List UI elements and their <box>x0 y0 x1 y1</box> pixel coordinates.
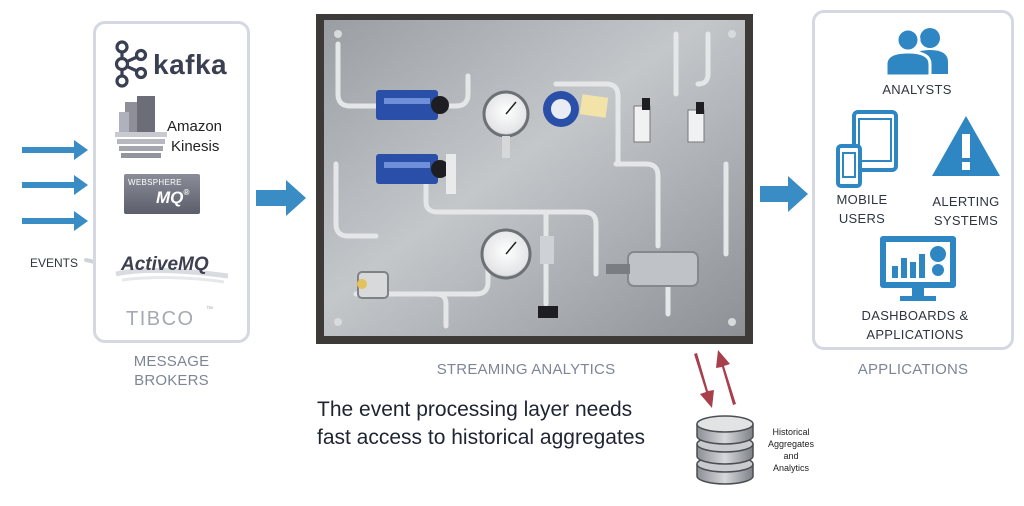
kafka-logo: kafka <box>113 40 235 88</box>
amazon-kinesis-logo: Amazon Kinesis <box>115 96 235 162</box>
historical-line2: Aggregates <box>767 439 815 449</box>
historical-label: Historical Aggregates and Analytics <box>758 426 824 474</box>
database-icon <box>696 415 754 485</box>
events-label: EVENTS <box>30 256 79 270</box>
dashboards-line1: DASHBOARDS & <box>861 308 969 323</box>
dashboards-label: DASHBOARDS & APPLICATIONS <box>840 306 990 344</box>
sync-arrows <box>694 350 736 408</box>
kinesis-icon <box>115 96 167 158</box>
tibco-text: TIBCO <box>126 308 195 330</box>
arrow-to-streaming <box>256 180 306 216</box>
mq-registered: ® <box>183 188 190 197</box>
alerting-systems-label: ALERTING SYSTEMS <box>920 192 1012 230</box>
kafka-text: kafka <box>153 49 228 80</box>
event-arrows <box>22 140 88 231</box>
statement-text: The event processing layer needs fast ac… <box>317 396 645 452</box>
mq-letters: MQ <box>156 188 184 207</box>
gas-panel-photo <box>316 14 753 344</box>
mobile-devices-icon <box>836 110 898 188</box>
websphere-mq-logo: WebSphere MQ® <box>124 174 200 214</box>
applications-caption: APPLICATIONS <box>857 361 969 378</box>
message-brokers-caption-line1: MESSAGE <box>133 353 210 370</box>
message-brokers-caption-line2: BROKERS <box>134 372 209 389</box>
kafka-icon <box>114 40 148 88</box>
historical-line1: Historical <box>772 427 810 437</box>
mq-text: MQ® <box>156 188 189 208</box>
kinesis-line1: Amazon <box>167 118 223 135</box>
tibco-logo: TIBCO ™ <box>126 306 216 334</box>
event-arrow-1 <box>22 140 88 160</box>
message-brokers-caption: MESSAGE BROKERS <box>93 352 250 390</box>
event-arrow-3 <box>22 211 88 231</box>
historical-line4: Analytics <box>772 463 809 473</box>
analysts-label: ANALYSTS <box>882 82 952 97</box>
statement-line1: The event processing layer needs <box>317 398 633 421</box>
statement-line2: fast access to historical aggregates <box>317 426 646 449</box>
event-arrow-2 <box>22 175 88 195</box>
activemq-text: ActiveMQ <box>121 254 209 275</box>
alert-icon <box>932 116 1000 176</box>
activemq-logo: ActiveMQ <box>112 244 232 286</box>
historical-line3: and <box>783 451 799 461</box>
streaming-analytics-caption: STREAMING ANALYTICS <box>436 361 616 378</box>
arrow-to-applications <box>760 176 808 212</box>
activemq-swoosh <box>115 267 229 284</box>
tibco-tm: ™ <box>206 306 213 313</box>
websphere-text: WebSphere <box>128 178 182 187</box>
mobile-users-label: MOBILE USERS <box>822 190 902 228</box>
kinesis-line2: Kinesis <box>171 138 220 155</box>
alerting-systems-line2: SYSTEMS <box>933 213 999 228</box>
analysts-icon <box>884 27 948 76</box>
mobile-users-line2: USERS <box>838 211 886 226</box>
mobile-users-line1: MOBILE <box>836 192 888 207</box>
alerting-systems-line1: ALERTING <box>932 194 1000 209</box>
dashboards-line2: APPLICATIONS <box>866 327 964 342</box>
dashboard-icon <box>880 236 956 301</box>
